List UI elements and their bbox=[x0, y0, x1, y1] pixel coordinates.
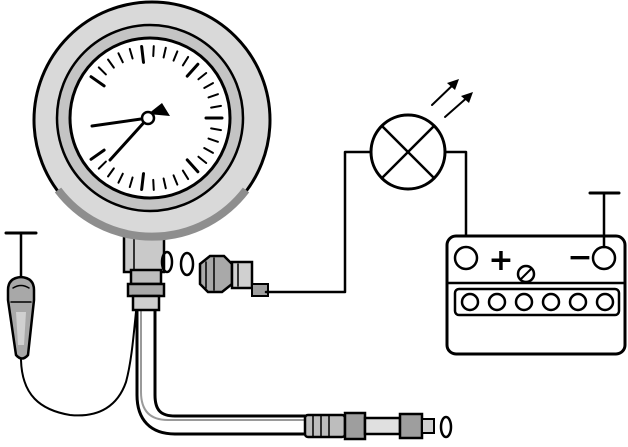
battery-cell-cap-icon bbox=[460, 292, 480, 312]
gauge-needle-icon bbox=[108, 116, 150, 162]
gauge-tick bbox=[97, 160, 107, 170]
pressure-gauge-icon bbox=[32, 0, 272, 241]
gauge-tick bbox=[140, 172, 145, 192]
gauge-tick bbox=[152, 45, 155, 58]
switch-o-ring-icon bbox=[179, 251, 195, 277]
switch-o-ring-icon bbox=[160, 250, 174, 274]
gauge-tick bbox=[197, 155, 208, 164]
gauge-tick bbox=[172, 50, 179, 62]
adapter-o-ring-icon bbox=[439, 415, 453, 439]
probe-ground-symbol-icon bbox=[4, 231, 38, 278]
gauge-tick bbox=[128, 47, 134, 60]
gauge-tick bbox=[89, 148, 106, 161]
battery-cell-cap-icon bbox=[541, 292, 561, 312]
gauge-tick bbox=[207, 137, 219, 143]
battery-cell-caps bbox=[460, 292, 615, 312]
gauge-tick bbox=[107, 167, 115, 178]
probe-icon bbox=[6, 275, 36, 360]
gauge-stem bbox=[122, 234, 166, 312]
gauge-tick bbox=[210, 104, 222, 109]
gauge-tick bbox=[152, 178, 155, 191]
gauge-tick bbox=[181, 169, 190, 181]
gauge-tick bbox=[97, 66, 107, 76]
probe-cable bbox=[20, 301, 138, 417]
gauge-tick bbox=[162, 46, 167, 59]
gauge-pointer-icon bbox=[90, 116, 150, 128]
battery-cell-cap-icon bbox=[487, 292, 507, 312]
gauge-tick bbox=[207, 93, 219, 99]
gauge-tick bbox=[181, 55, 190, 67]
gauge-tick bbox=[210, 127, 222, 132]
gauge-tick bbox=[128, 176, 134, 189]
battery-negative-terminal bbox=[591, 245, 617, 271]
battery-negative-sign: − bbox=[567, 240, 592, 275]
gauge-tick bbox=[117, 52, 124, 64]
hose-adapter-icon bbox=[303, 411, 435, 441]
gauge-tick bbox=[140, 44, 145, 64]
gauge-tick bbox=[117, 172, 124, 184]
gauge-scale-ticks bbox=[89, 44, 224, 192]
gauge-tick bbox=[89, 75, 106, 88]
circuit-wiring bbox=[264, 150, 468, 294]
gauge-tick bbox=[162, 177, 167, 190]
pressure-switch-icon bbox=[198, 254, 269, 297]
gauge-tick bbox=[185, 62, 200, 78]
battery-cell-cap-icon bbox=[595, 292, 615, 312]
battery-ground-symbol-icon bbox=[588, 191, 621, 249]
gauge-tick bbox=[172, 174, 179, 186]
gauge-tick bbox=[185, 158, 200, 174]
gauge-needle-hub-icon bbox=[148, 103, 170, 116]
battery-positive-sign: + bbox=[488, 243, 513, 278]
battery-cell-cap-icon bbox=[568, 292, 588, 312]
battery-positive-terminal bbox=[453, 245, 479, 271]
gauge-tick bbox=[107, 58, 115, 69]
gauge-tick bbox=[203, 82, 214, 89]
gauge-tick bbox=[203, 147, 214, 154]
lamp-icon bbox=[369, 113, 447, 191]
battery-icon bbox=[445, 234, 627, 356]
light-emission-arrows-icon bbox=[431, 79, 473, 118]
gauge-tick bbox=[197, 72, 208, 81]
battery-cell-cap-icon bbox=[514, 292, 534, 312]
gauge-hose bbox=[135, 294, 321, 436]
